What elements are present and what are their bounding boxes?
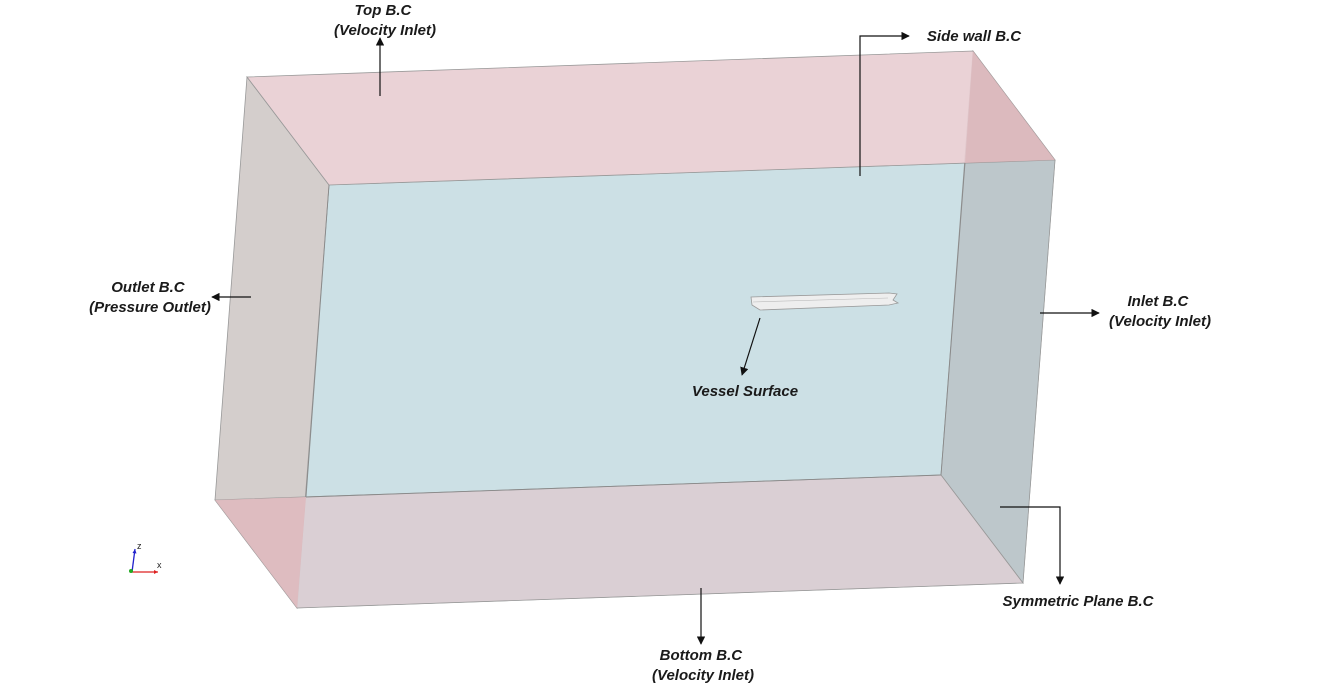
back-edge-top [940,162,966,476]
side-wall-bc-label: Side wall B.C [927,28,1022,45]
triad-z-label: z [137,541,142,551]
symmetric-plane-bc-label: Symmetric Plane B.C [1003,593,1155,610]
vessel-surface-label: Vessel Surface [692,383,798,400]
side-wall-bc-arrow [859,31,910,176]
triad-x-label: x [157,560,162,570]
axis-triad-icon: z x [129,541,162,574]
top-inlet-overlap [965,51,1055,163]
vessel-model [750,292,900,311]
back-edge-bottom [305,474,942,498]
vessel-surface-arrow [740,317,761,376]
annotation-arrows [211,31,1100,645]
bottom-outlet-overlap [215,497,306,608]
outlet-bc-label: Outlet B.C (Pressure Outlet) [89,279,211,316]
back-edge-left [305,184,330,498]
top-bc-label: Top B.C (Velocity Inlet) [334,2,436,39]
inlet-bc-label: Inlet B.C (Velocity Inlet) [1109,293,1211,330]
computational-domain-box [214,49,1056,610]
labels: Top B.C (Velocity Inlet) Side wall B.C O… [89,2,1211,684]
symmetric-plane-bc-arrow [1000,506,1065,585]
bottom-bc-label: Bottom B.C (Velocity Inlet) [652,647,754,684]
